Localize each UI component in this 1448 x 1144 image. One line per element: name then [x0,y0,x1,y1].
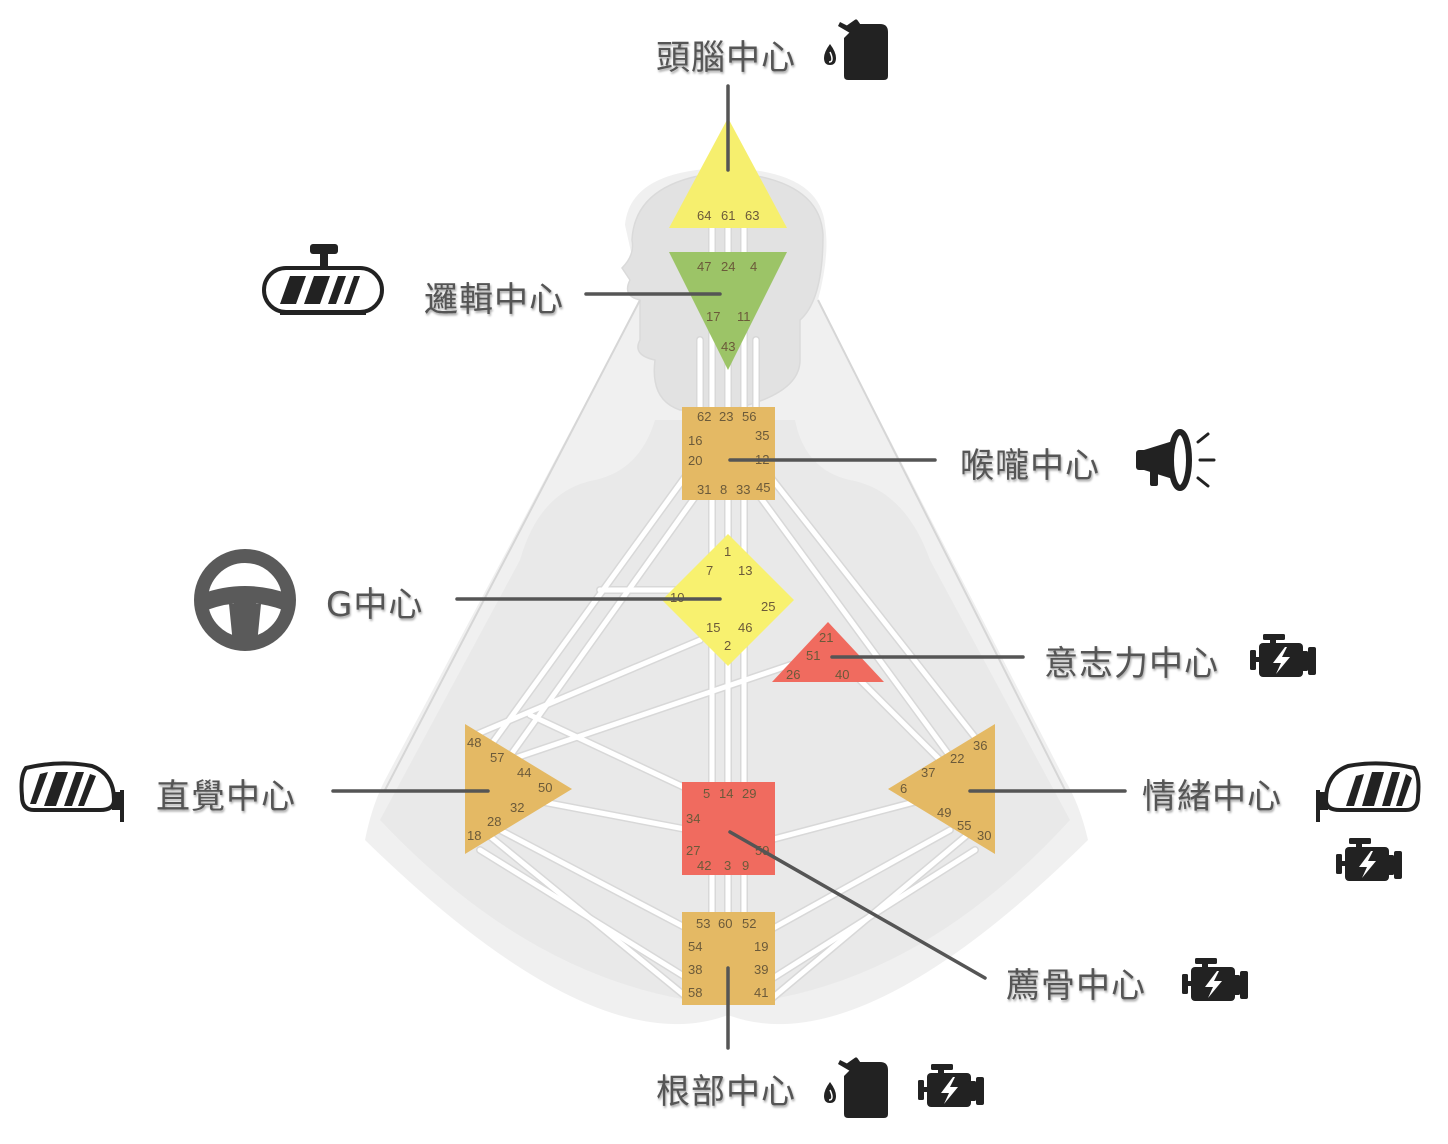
gate-number: 46 [738,620,752,635]
gate-number: 15 [706,620,720,635]
gate-number: 14 [719,786,733,801]
gate-number: 11 [737,309,751,324]
gate-number: 24 [721,259,735,274]
gate-number: 9 [742,858,749,873]
gate-number: 27 [686,843,700,858]
gate-number: 55 [957,818,971,833]
center-shapes [465,118,995,1005]
gate-number: 52 [742,916,756,931]
fuel-can-icon [823,17,889,81]
engine-icon [1182,958,1248,1001]
steering-wheel-icon [194,549,296,651]
gate-number: 61 [721,208,735,223]
gate-number: 34 [686,811,700,826]
gate-number: 48 [467,735,481,750]
gate-number: 22 [950,751,964,766]
ajna-center [669,252,787,370]
will-center [772,622,884,682]
gate-number: 51 [806,648,820,663]
gate-number: 6 [900,781,907,796]
engine-icon [1250,634,1316,677]
gate-number: 56 [742,409,756,424]
gate-number: 38 [688,962,702,977]
gate-number: 64 [697,208,711,223]
gate-number: 26 [786,667,800,682]
gate-number: 44 [517,765,531,780]
gate-number: 13 [738,563,752,578]
throat-center [682,407,775,500]
rearview-mirror-icon [262,244,384,315]
solar-center-label: 情緒中心 [1142,777,1282,817]
ajna-center-label: 邏輯中心 [424,280,564,320]
spleen-center-label: 直覺中心 [156,777,296,817]
sacral-center-label: 薦骨中心 [1006,966,1146,1006]
gate-number: 41 [754,985,768,1000]
spleen-center [465,724,572,854]
gate-number: 54 [688,939,702,954]
gate-number: 62 [697,409,711,424]
gate-number: 4 [750,259,757,274]
gate-number: 18 [467,828,481,843]
gate-number: 2 [724,638,731,653]
gate-number: 42 [697,858,711,873]
gate-number: 58 [688,985,702,1000]
right-side-mirror-icon [1316,761,1421,822]
gate-number: 40 [835,667,849,682]
gate-number: 3 [724,858,731,873]
gate-number: 19 [754,939,768,954]
megaphone-icon [1136,429,1216,491]
gate-number: 35 [755,428,769,443]
gate-number: 33 [736,482,750,497]
root-center-label: 根部中心 [656,1072,796,1112]
gate-number: 43 [721,339,735,354]
gate-number: 60 [718,916,732,931]
will-center-label: 意志力中心 [1044,644,1219,684]
gate-number: 45 [756,480,770,495]
gate-number: 37 [921,765,935,780]
gate-number: 8 [720,482,727,497]
sacral-center [682,782,775,875]
gate-number: 39 [754,962,768,977]
g-center [662,534,794,666]
gate-number: 1 [724,544,731,559]
gate-number: 63 [745,208,759,223]
gate-number: 31 [697,482,711,497]
gate-number: 49 [937,805,951,820]
gate-number: 53 [696,916,710,931]
gate-number: 21 [819,630,833,645]
gate-number: 17 [706,309,720,324]
sacral-leader [728,830,987,980]
gate-number: 16 [688,433,702,448]
solar-center [888,724,995,854]
gate-number: 50 [538,780,552,795]
gate-number: 20 [688,453,702,468]
fuel-can-icon [823,1055,889,1119]
engine-icon [918,1064,984,1107]
left-side-mirror-icon [19,761,124,822]
head-center-label: 頭腦中心 [656,38,796,78]
gate-number: 36 [973,738,987,753]
gate-numbers: 64 61 63 47 24 4 17 11 43 62 23 56 16 35… [467,208,991,1000]
gate-number: 47 [697,259,711,274]
g-center-label: G中心 [326,585,424,625]
gate-number: 5 [703,786,710,801]
gate-number: 32 [510,800,524,815]
gate-number: 23 [719,409,733,424]
gate-number: 57 [490,750,504,765]
leader-lines [331,84,1127,1050]
throat-center-label: 喉嚨中心 [960,446,1100,486]
gate-number: 7 [706,563,713,578]
engine-icon [1336,838,1402,881]
gate-number: 29 [742,786,756,801]
gate-number: 28 [487,814,501,829]
head-center [669,118,787,228]
gate-number: 30 [977,828,991,843]
gate-number: 25 [761,599,775,614]
